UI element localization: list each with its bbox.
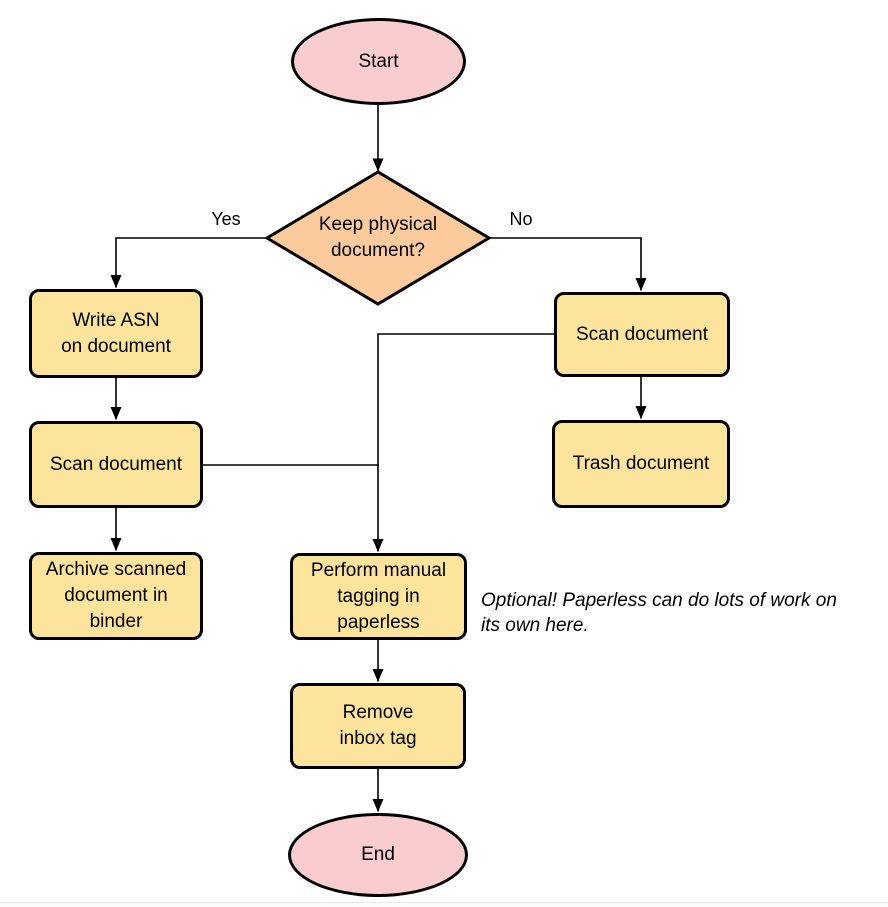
node-scan-document-right-label: Scan document xyxy=(575,323,709,345)
node-start: Start xyxy=(291,18,466,105)
node-write-asn: Write ASN on document xyxy=(29,289,203,378)
node-manual-tagging-label: Perform manual tagging in paperless xyxy=(310,559,447,633)
node-write-asn-label: Write ASN on document xyxy=(61,309,171,357)
node-trash-document: Trash document xyxy=(552,420,730,508)
node-scan-document-left: Scan document xyxy=(29,421,203,508)
node-remove-inbox-tag: Remove inbox tag xyxy=(290,683,466,769)
edge-decision-no-to-scan-right xyxy=(489,237,647,291)
node-start-label: Start xyxy=(358,50,399,72)
node-remove-inbox-tag-label: Remove inbox tag xyxy=(339,702,417,749)
edge-label-yes: Yes xyxy=(211,209,241,229)
node-archive-binder: Archive scanned document in binder xyxy=(29,552,203,640)
optional-note: Optional! Paperless can do lots of work … xyxy=(481,590,837,636)
node-manual-tagging: Perform manual tagging in paperless xyxy=(290,553,467,640)
edge-label-no: No xyxy=(509,209,533,229)
edge-scan-right-to-tagging xyxy=(372,333,554,552)
node-scan-document-left-label: Scan document xyxy=(49,453,183,475)
node-archive-binder-label: Archive scanned document in binder xyxy=(45,559,187,632)
decision-diamond-shape xyxy=(264,170,492,306)
edge-decision-yes-to-write-asn xyxy=(110,237,267,288)
node-end: End xyxy=(288,813,468,897)
node-scan-document-right: Scan document xyxy=(554,292,730,377)
page-bottom-edge xyxy=(0,902,888,907)
node-trash-document-label: Trash document xyxy=(572,453,710,474)
node-decision-label: Keep physical document? xyxy=(318,214,438,261)
node-end-label: End xyxy=(361,844,395,865)
